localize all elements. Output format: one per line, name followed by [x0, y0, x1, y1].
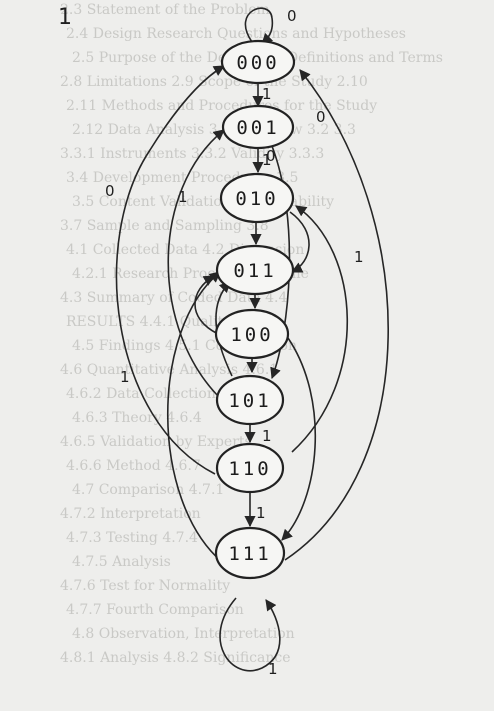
edge-self-000 [244, 7, 274, 45]
edge-label-001-010: 1 [262, 151, 272, 169]
background-text-line: 4.6.5 Validation by Experts [60, 434, 252, 450]
edge-label-self-000: 0 [287, 7, 297, 25]
edge-right-outer [284, 69, 389, 561]
state-node-100: 100 [214, 308, 290, 360]
state-label: 010 [235, 188, 278, 210]
state-label: 110 [228, 458, 271, 480]
state-node-110: 110 [215, 442, 285, 494]
edge-101-011 [215, 281, 233, 377]
edge-label-right-side: 1 [354, 248, 364, 266]
background-text-line: 4.7.6 Test for Normality [60, 578, 230, 594]
background-text-line: 2.12 Data Analysis 3.1 Overview 3.2 3.3 [72, 122, 356, 138]
edge-label-self-111: 1 [268, 660, 278, 678]
edge-label-101-110: 1 [262, 427, 272, 445]
state-ellipse [215, 442, 285, 494]
edge-label-right-upper: 0 [316, 108, 326, 126]
background-text-line: 3.7 Sample and Sampling 3.8 [60, 218, 269, 234]
background-text-line: 4.6.6 Method 4.6.7 [66, 458, 201, 474]
background-text-line: 3.3.1 Instruments 3.3.2 Validity 3.3.3 [60, 146, 324, 162]
corner-label: 1 [58, 5, 72, 30]
background-text-line: 2.8 Limitations 2.9 Scope of the Study 2… [60, 74, 368, 90]
state-ellipse [215, 244, 295, 296]
state-node-010: 010 [219, 172, 295, 224]
edge-label-110-111: 1 [256, 504, 266, 522]
edge-left-outer [115, 65, 225, 475]
background-text-line: 4.7.3 Testing 4.7.4 [66, 530, 198, 546]
background-text-line: 4.7 Comparison 4.7.1 [72, 482, 224, 498]
background-text-line: RESULTS 4.4.1 Qualitative [66, 314, 258, 330]
state-ellipse [220, 39, 296, 85]
edge-left-middle [167, 129, 225, 401]
background-text-line: 4.8 Observation, Interpretation [72, 626, 295, 642]
state-label: 001 [236, 117, 279, 139]
state-ellipse [215, 374, 285, 426]
state-node-001: 001 [221, 104, 295, 150]
background-text-line: 2.11 Methods and Procedures for the Stud… [66, 98, 377, 114]
state-ellipse [214, 308, 290, 360]
background-text-line: 2.4 Design Research Questions and Hypoth… [66, 26, 406, 42]
state-ellipse [219, 172, 295, 224]
edge-label-center-small: 0 [266, 147, 276, 165]
edge-100-111 [281, 337, 317, 541]
state-node-101: 101 [215, 374, 285, 426]
background-text-line: 4.7.7 Fourth Comparison [66, 602, 244, 618]
edge-label-left-outer: 0 [105, 182, 115, 200]
background-text-line: 4.6.3 Theory 4.6.4 [72, 410, 202, 426]
edge-left-low [167, 271, 223, 563]
state-ellipse [214, 526, 286, 580]
edge-label-left-mid: 1 [178, 188, 188, 206]
state-label: 100 [230, 324, 273, 346]
state-label: 000 [236, 52, 279, 74]
state-label: 011 [233, 260, 276, 282]
state-node-000: 000 [220, 39, 296, 85]
state-ellipse [221, 104, 295, 150]
background-text-line: 4.6 Quantitative Analysis 4.6.1 [60, 362, 278, 378]
state-node-111: 111 [214, 526, 286, 580]
state-label: 101 [228, 390, 271, 412]
edge-label-000-001: 1 [262, 85, 272, 103]
edge-label-left-low: 1 [120, 368, 130, 386]
edge-self-111 [219, 597, 281, 672]
background-text-line: 2.3 Statement of the Problem [60, 2, 270, 18]
edge-labels: 0 1 1 0 1 1 0 0 1 1 1 1 [105, 7, 364, 678]
background-text: 2.3 Statement of the Problem 2.4 Design R… [60, 2, 443, 666]
edge-100-011 [194, 275, 219, 335]
edge-010-011-right [289, 211, 310, 273]
state-label: 111 [228, 543, 271, 565]
background-text-line: 4.7.2 Interpretation [60, 506, 201, 522]
edges [115, 7, 389, 672]
state-node-011: 011 [215, 244, 295, 296]
background-text-line: 4.7.5 Analysis [72, 554, 171, 570]
background-text-line: 4.8.1 Analysis 4.8.2 Significance [60, 650, 291, 666]
edge-right-side [291, 205, 349, 453]
